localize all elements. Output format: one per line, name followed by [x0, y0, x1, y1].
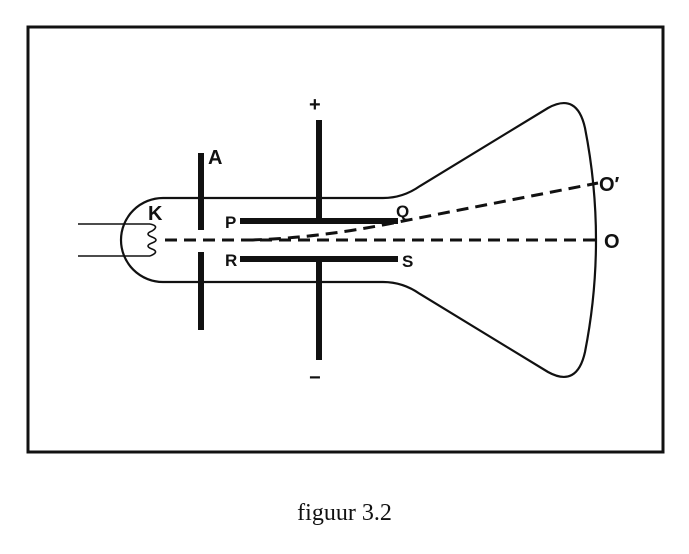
- label-plate-p: P: [225, 213, 236, 232]
- tube-outline: [119, 102, 598, 378]
- deflected-beam: [249, 181, 599, 242]
- label-screen-center: O: [604, 231, 620, 253]
- label-plate-s: S: [402, 252, 413, 271]
- filament-coil: [147, 223, 157, 257]
- label-plate-r: R: [225, 251, 237, 270]
- label-cathode: K: [148, 203, 163, 225]
- label-plate-q: Q: [396, 202, 409, 221]
- label-screen-deflected: O′: [599, 174, 620, 196]
- label-negative: −: [309, 367, 321, 389]
- label-positive: +: [309, 94, 321, 116]
- figure-frame: [26, 25, 665, 454]
- figure-caption: figuur 3.2: [297, 500, 392, 526]
- label-anode: A: [208, 147, 222, 169]
